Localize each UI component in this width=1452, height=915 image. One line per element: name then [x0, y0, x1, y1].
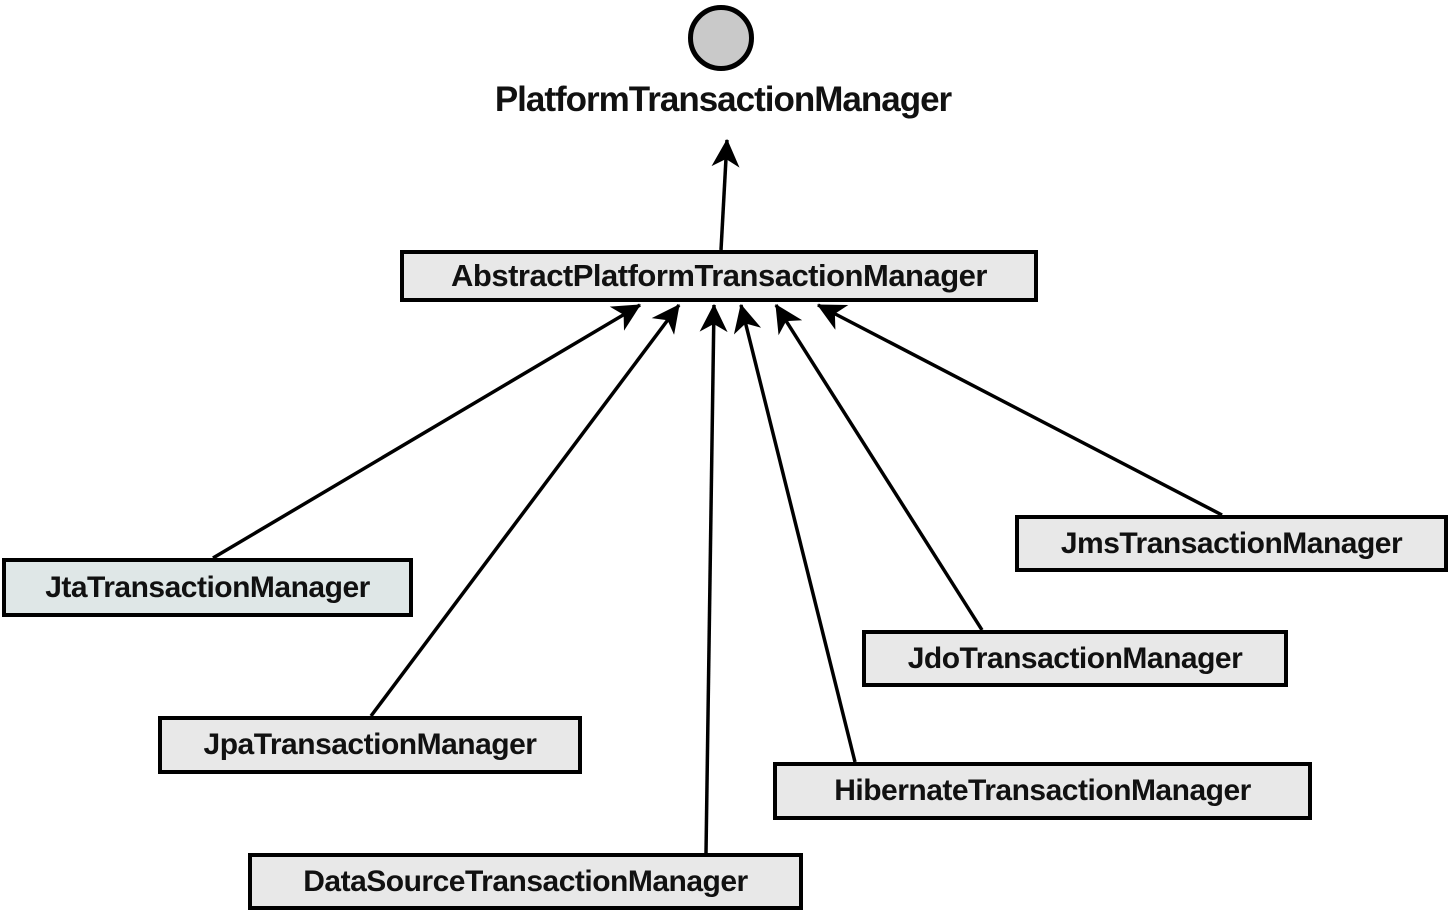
interface-label: PlatformTransactionManager — [494, 80, 952, 119]
connector-abstract-to-interface — [711, 138, 740, 251]
class-box-hibernate-transaction-manager: HibernateTransactionManager — [773, 762, 1312, 820]
class-box-jms-transaction-manager: JmsTransactionManager — [1015, 515, 1448, 572]
connector-datasource-to-abstract — [699, 303, 728, 854]
class-box-abstract-platform-transaction-manager: AbstractPlatformTransactionManager — [400, 250, 1038, 302]
class-box-label: JdoTransactionManager — [907, 641, 1243, 675]
class-box-label: HibernateTransactionManager — [834, 774, 1251, 807]
class-box-label: DataSourceTransactionManager — [303, 864, 748, 898]
connector-jdo-to-abstract — [774, 304, 984, 631]
connector-hibernate-to-abstract — [733, 303, 857, 763]
class-box-jta-transaction-manager: JtaTransactionManager — [2, 558, 413, 617]
connector-jms-to-abstract — [817, 303, 1223, 517]
connector-jta-to-abstract — [212, 303, 641, 560]
class-box-label: JmsTransactionManager — [1060, 526, 1403, 560]
class-box-jdo-transaction-manager: JdoTransactionManager — [862, 630, 1288, 687]
class-box-label: AbstractPlatformTransactionManager — [451, 258, 987, 293]
class-box-label: JtaTransactionManager — [45, 570, 370, 604]
class-box-datasource-transaction-manager: DataSourceTransactionManager — [248, 853, 803, 910]
interface-lollipop-icon — [688, 5, 754, 71]
connector-jpa-to-abstract — [369, 303, 681, 718]
class-box-jpa-transaction-manager: JpaTransactionManager — [158, 716, 582, 774]
class-box-label: JpaTransactionManager — [203, 728, 537, 761]
